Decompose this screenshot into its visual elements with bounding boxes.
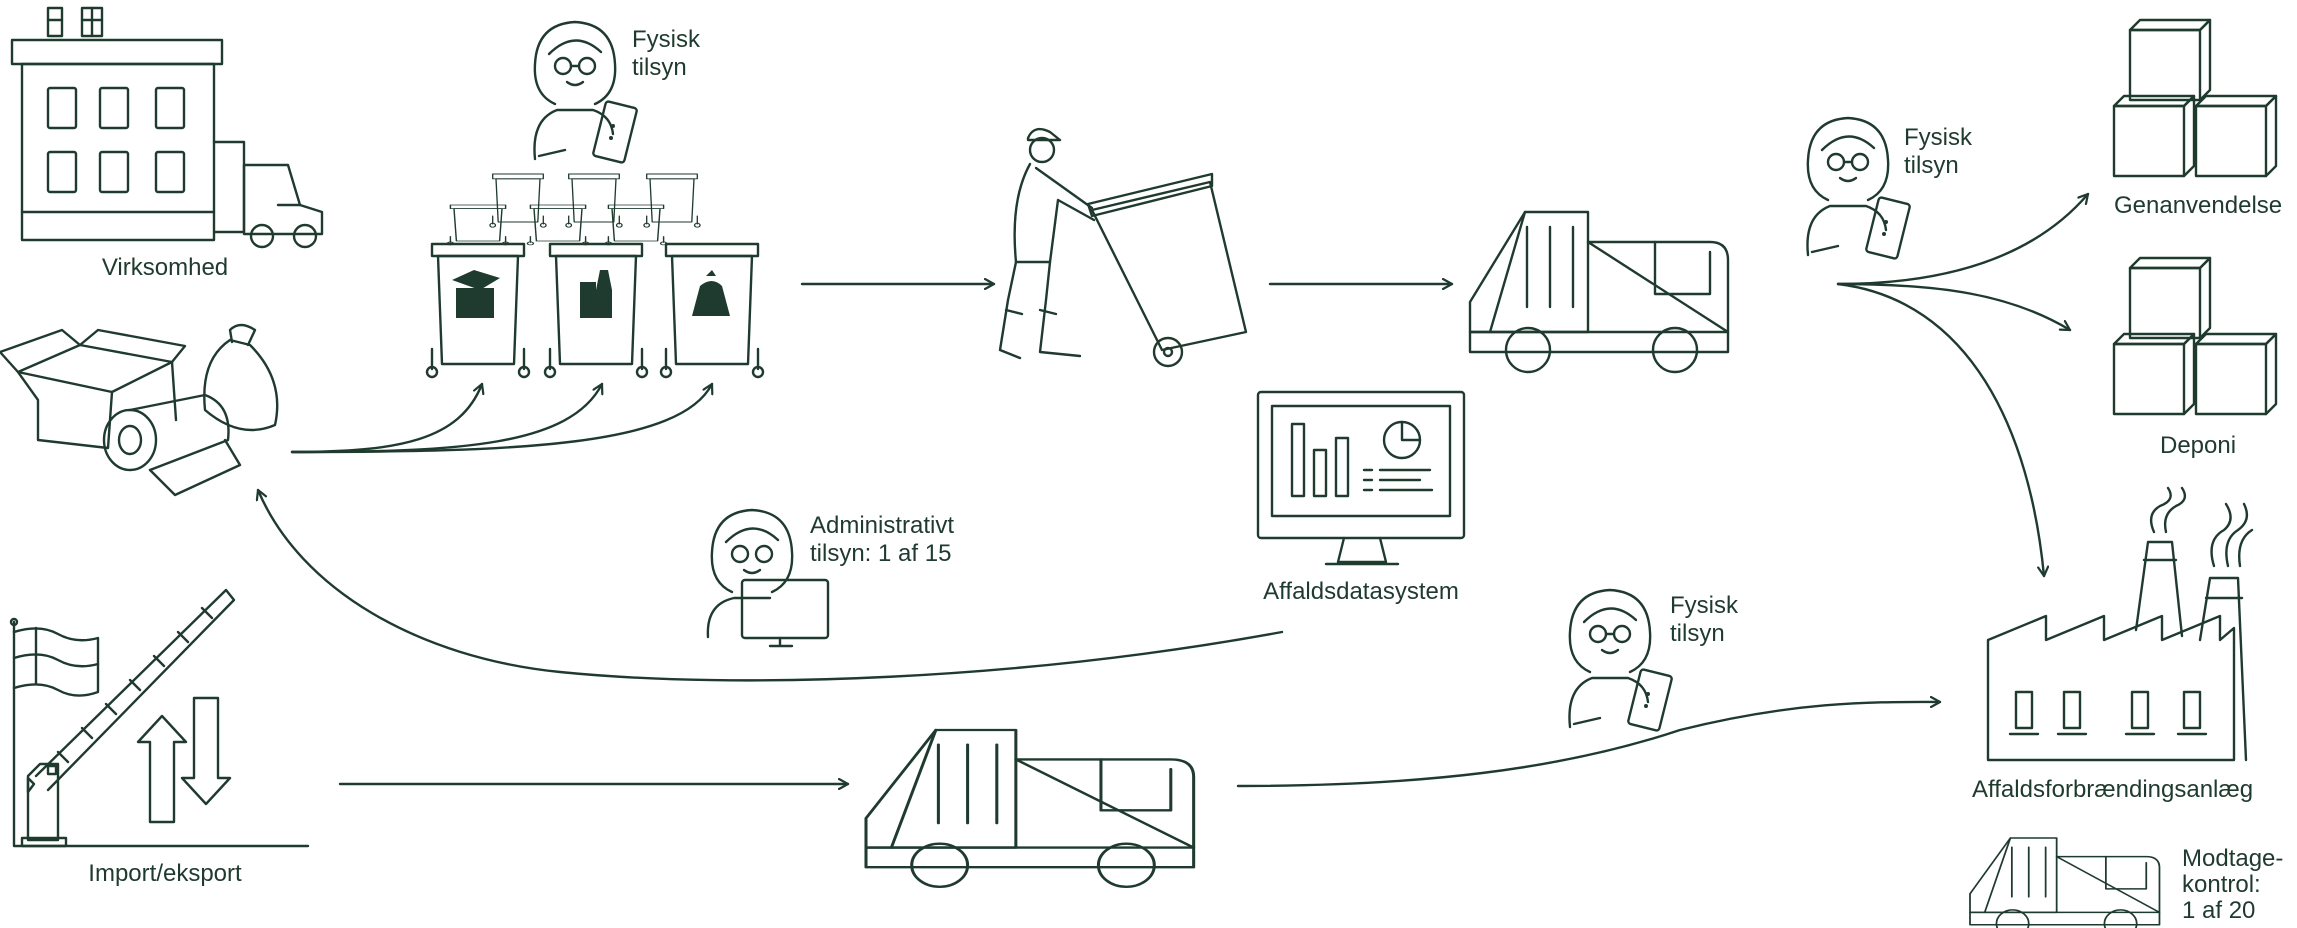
office-building-icon (12, 8, 222, 240)
label-fysisk-tilsyn-top: Fysisk tilsyn (632, 26, 752, 82)
label-fysisk-tilsyn-right: Fysisk tilsyn (1904, 124, 2024, 180)
label-deponi: Deponi (2160, 432, 2280, 460)
arrow-waste-to-bin-2 (292, 384, 602, 452)
label-affaldsforbraendingsanlaeg: Affaldsforbrændingsanlæg (1972, 776, 2292, 804)
label-administrativt-tilsyn: Administrativt tilsyn: 1 af 15 (810, 512, 1030, 568)
small-truck-icon (1970, 838, 2159, 928)
arrow-truck-to-plant-bottom (1238, 702, 1940, 786)
inspector-tablet-icon-right (1807, 118, 1910, 259)
arrow-waste-to-bin-3 (292, 384, 712, 452)
garbage-truck-icon-bottom (866, 730, 1194, 887)
label-genanvendelse: Genanvendelse (2114, 192, 2294, 220)
label-modtagekontrol: Modtage- kontrol: 1 af 20 (2182, 846, 2292, 924)
cube-stack-icon-deponi (2114, 258, 2276, 414)
label-virksomhed: Virksomhed (70, 254, 260, 282)
waste-bins-icon (427, 174, 763, 377)
label-affaldsdatasystem: Affaldsdatasystem (1236, 578, 1486, 606)
label-import-eksport: Import/eksport (60, 860, 270, 888)
import-export-arrows-icon (138, 698, 230, 822)
arrow-waste-to-bin-1 (292, 384, 482, 452)
waste-items-icon (0, 325, 277, 495)
danish-flag-icon (11, 619, 98, 696)
flow-arrows (258, 194, 2088, 786)
inspector-tablet-icon-top (534, 22, 637, 163)
incineration-plant-icon (1988, 488, 2252, 760)
label-fysisk-tilsyn-bottom: Fysisk tilsyn (1670, 592, 1790, 648)
computer-dashboard-icon (1258, 392, 1464, 564)
inspector-tablet-icon-bottom (1569, 590, 1672, 731)
arrow-truck-to-plant (1838, 284, 2044, 576)
garbage-truck-icon (1470, 212, 1728, 372)
van-icon (214, 142, 322, 247)
cube-stack-icon (2114, 20, 2276, 176)
waste-collector-icon (1000, 129, 1246, 366)
arrow-datasystem-to-waste (258, 490, 1282, 680)
